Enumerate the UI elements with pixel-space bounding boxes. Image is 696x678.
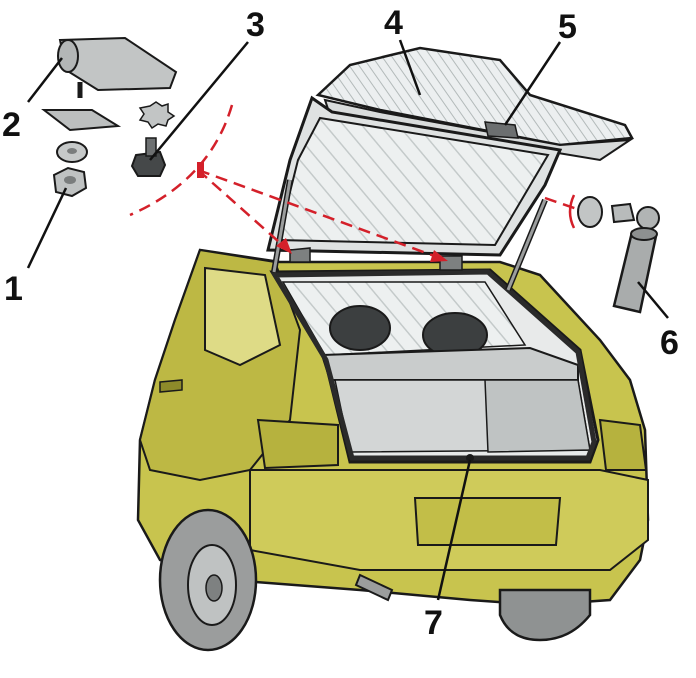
arrowhead-right	[430, 250, 448, 262]
trunk-opening	[269, 268, 600, 464]
callout-4: 4	[384, 4, 403, 42]
wheels	[158, 508, 592, 652]
callout-numbers: 1 2 3 4 5 6 7	[2, 4, 679, 642]
exhaust-pipe	[354, 573, 394, 602]
washer-hole	[67, 148, 77, 154]
gas-strut-6-top	[630, 227, 658, 241]
leader-lines	[26, 39, 669, 601]
guide-arrow-left	[197, 169, 289, 251]
arrowhead-left	[276, 238, 292, 254]
leader-7	[436, 459, 472, 601]
taillight-left	[256, 418, 339, 470]
wheel-right	[498, 588, 592, 642]
callout-2: 2	[2, 106, 21, 144]
license-plate-recess	[413, 497, 562, 546]
leader-3	[149, 41, 249, 161]
trunk-floor-panel	[484, 379, 591, 453]
parcel-shelf	[320, 346, 579, 381]
guide-arrow-right	[197, 168, 441, 260]
hinge-pin	[57, 39, 79, 73]
guide-arc-left	[129, 104, 234, 217]
strut-ball-stud	[610, 202, 636, 224]
nut-1-hole	[64, 176, 76, 184]
callout-1: 1	[4, 270, 23, 308]
bracket-3	[130, 150, 167, 177]
taillight-right	[598, 418, 648, 471]
leader-2	[27, 57, 63, 103]
leader-5	[503, 41, 562, 126]
strut-parts	[577, 196, 660, 314]
hinge-parts	[41, 36, 178, 198]
seal-point-7	[466, 454, 474, 462]
callout-7: 7	[424, 604, 443, 642]
tailgate-glass	[276, 116, 550, 247]
callout-3: 3	[246, 6, 265, 44]
tailgate-lock-5	[484, 121, 519, 139]
gas-strut-6	[612, 230, 658, 314]
wheel-left-cap	[205, 574, 223, 602]
door-handle	[159, 379, 183, 393]
hinge-mount-left	[289, 247, 311, 263]
car-side-window	[204, 266, 282, 367]
guide-arrowheads	[197, 162, 448, 262]
gas-struts	[271, 179, 548, 292]
trunk-seal	[270, 269, 597, 461]
strut-left-inner	[272, 179, 292, 273]
strut-ball	[636, 206, 660, 230]
tailgate	[266, 46, 634, 271]
leader-6	[637, 281, 669, 319]
callout-5: 5	[558, 8, 577, 46]
assembly-guides	[129, 104, 581, 260]
strut-clip	[577, 196, 603, 228]
bracket-3-stud	[145, 137, 157, 157]
headrest-left	[329, 305, 391, 351]
guide-tick	[197, 162, 204, 178]
star-washer	[138, 101, 176, 130]
callout-6: 6	[660, 324, 679, 362]
hinge-gasket	[41, 109, 122, 132]
leader-1	[26, 187, 68, 269]
strut-right-inner	[506, 199, 547, 291]
leader-4	[398, 39, 422, 96]
guide-strut-right	[544, 196, 581, 212]
guide-strut-arc	[568, 194, 576, 229]
